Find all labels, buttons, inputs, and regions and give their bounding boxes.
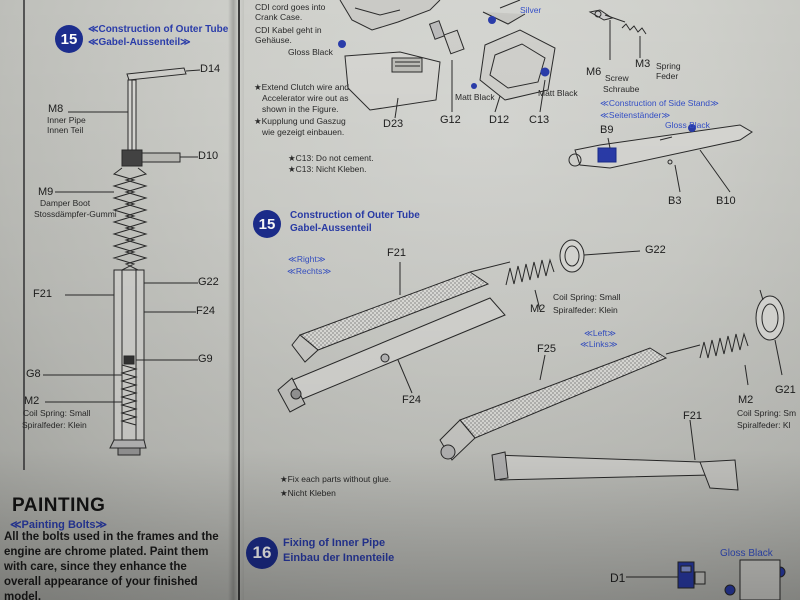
label-m2-right: M2 [530, 303, 546, 315]
label-g21: G21 [775, 384, 796, 396]
label-f25: F25 [537, 343, 556, 355]
label-m8: M8 [48, 103, 64, 115]
label-m9: M9 [38, 186, 54, 198]
clutch-note-de-1: ★Kupplung und Gaszug [254, 116, 346, 126]
coil-spring-en: Coil Spring: Small [553, 292, 621, 302]
label-d12: D12 [489, 114, 510, 126]
side-stand-title-en: ≪Construction of Side Stand≫ [600, 98, 719, 108]
c13-note-en: ★C13: Do not cement. [288, 153, 374, 163]
label-m8-en: Inner Pipe [47, 115, 86, 125]
clutch-note-en-3: shown in the Figure. [262, 104, 339, 114]
left-side-label-en: ≪Left≫ [584, 328, 616, 338]
coil-spring-2-de: Spiralfeder: Kl [737, 420, 791, 430]
clutch-note-en-1: ★Extend Clutch wire and [254, 82, 350, 92]
right-side-label-en: ≪Right≫ [288, 254, 326, 264]
label-d10: D10 [198, 150, 219, 162]
label-b3: B3 [668, 195, 682, 207]
matt-black-label-1: Matt Black [455, 92, 495, 102]
label-g12: G12 [440, 114, 461, 126]
label-m2-de: Spiralfeder: Klein [22, 420, 87, 430]
label-m3: M3 [635, 58, 651, 70]
label-f24: F24 [196, 305, 215, 317]
left-step-title-en: ≪Construction of Outer Tube [88, 24, 229, 35]
coil-spring-2-en: Coil Spring: Sm [737, 408, 797, 418]
label-m2: M2 [24, 395, 40, 407]
label-m6-de: Schraube [603, 84, 640, 94]
label-g8: G8 [26, 368, 41, 380]
fix-note-de: ★Nicht Kleben [280, 488, 336, 498]
left-step-badge: 15 [55, 25, 83, 53]
label-c13: C13 [529, 114, 550, 126]
label-f21: F21 [33, 288, 52, 300]
left-side-label-de: ≪Links≫ [580, 339, 618, 349]
label-g9: G9 [198, 353, 213, 365]
clutch-note-en-2: Accelerator wire out as [262, 93, 349, 103]
painting-title: PAINTING [12, 495, 106, 516]
side-stand-gloss-black: Gloss Black [665, 120, 710, 130]
label-b9: B9 [600, 124, 614, 136]
c13-note-de: ★C13: Nicht Kleben. [288, 164, 367, 174]
left-margin-rule [23, 0, 25, 470]
right-side-label-de: ≪Rechts≫ [287, 266, 332, 276]
step-16-title-en: Fixing of Inner Pipe [283, 537, 386, 549]
step-16-badge: 16 [246, 537, 278, 569]
page-fold-shadow [228, 0, 244, 600]
label-f21-right: F21 [387, 247, 406, 259]
left-step-title-de: ≪Gabel-Aussenteil≫ [88, 37, 191, 48]
middle-step-title-de: Gabel-Aussenteil [290, 223, 372, 234]
middle-step-title-en: Construction of Outer Tube [290, 210, 420, 221]
cdi-note-en: CDI cord goes into Crank Case. [255, 2, 326, 22]
gloss-black-top: Gloss Black [288, 47, 333, 57]
label-d1: D1 [610, 571, 626, 585]
painting-subtitle: ≪Painting Bolts≫ [10, 519, 107, 531]
label-m2-left: M2 [738, 394, 754, 406]
matt-black-label-2: Matt Black [538, 88, 578, 98]
step-16-gloss-black: Gloss Black [720, 548, 773, 559]
label-m2-en: Coil Spring: Small [23, 408, 91, 418]
label-f21-left: F21 [683, 410, 702, 422]
middle-step-badge: 15 [253, 210, 281, 238]
label-m3-de: Feder [656, 71, 679, 81]
label-m9-de: Stossdämpfer-Gummi [34, 209, 117, 219]
fix-note-en: ★Fix each parts without glue. [280, 474, 392, 484]
step-16-title-de: Einbau der Innenteile [283, 552, 395, 564]
label-m3-en: Spring [656, 61, 681, 71]
label-d23: D23 [383, 118, 404, 130]
silver-label: Silver [520, 5, 542, 15]
label-g22: G22 [198, 276, 219, 288]
label-m9-en: Damper Boot [40, 198, 91, 208]
label-b10: B10 [716, 195, 736, 207]
label-g22-middle: G22 [645, 244, 666, 256]
cdi-note-de: CDI Kabel geht in Gehäuse. [255, 25, 322, 45]
coil-spring-de: Spiralfeder: Klein [553, 305, 618, 315]
clutch-note-de-2: wie gezeigt einbauen. [262, 127, 345, 137]
label-f24-middle: F24 [402, 394, 421, 406]
label-m8-de: Innen Teil [47, 125, 84, 135]
label-m6: M6 [586, 66, 602, 78]
side-stand-title-de: ≪Seitenständer≫ [600, 110, 671, 120]
painting-body: All the bolts used in the frames and the… [4, 531, 219, 600]
label-d14: D14 [200, 63, 221, 75]
column-divider [238, 0, 240, 600]
label-m6-en: Screw [605, 73, 629, 83]
